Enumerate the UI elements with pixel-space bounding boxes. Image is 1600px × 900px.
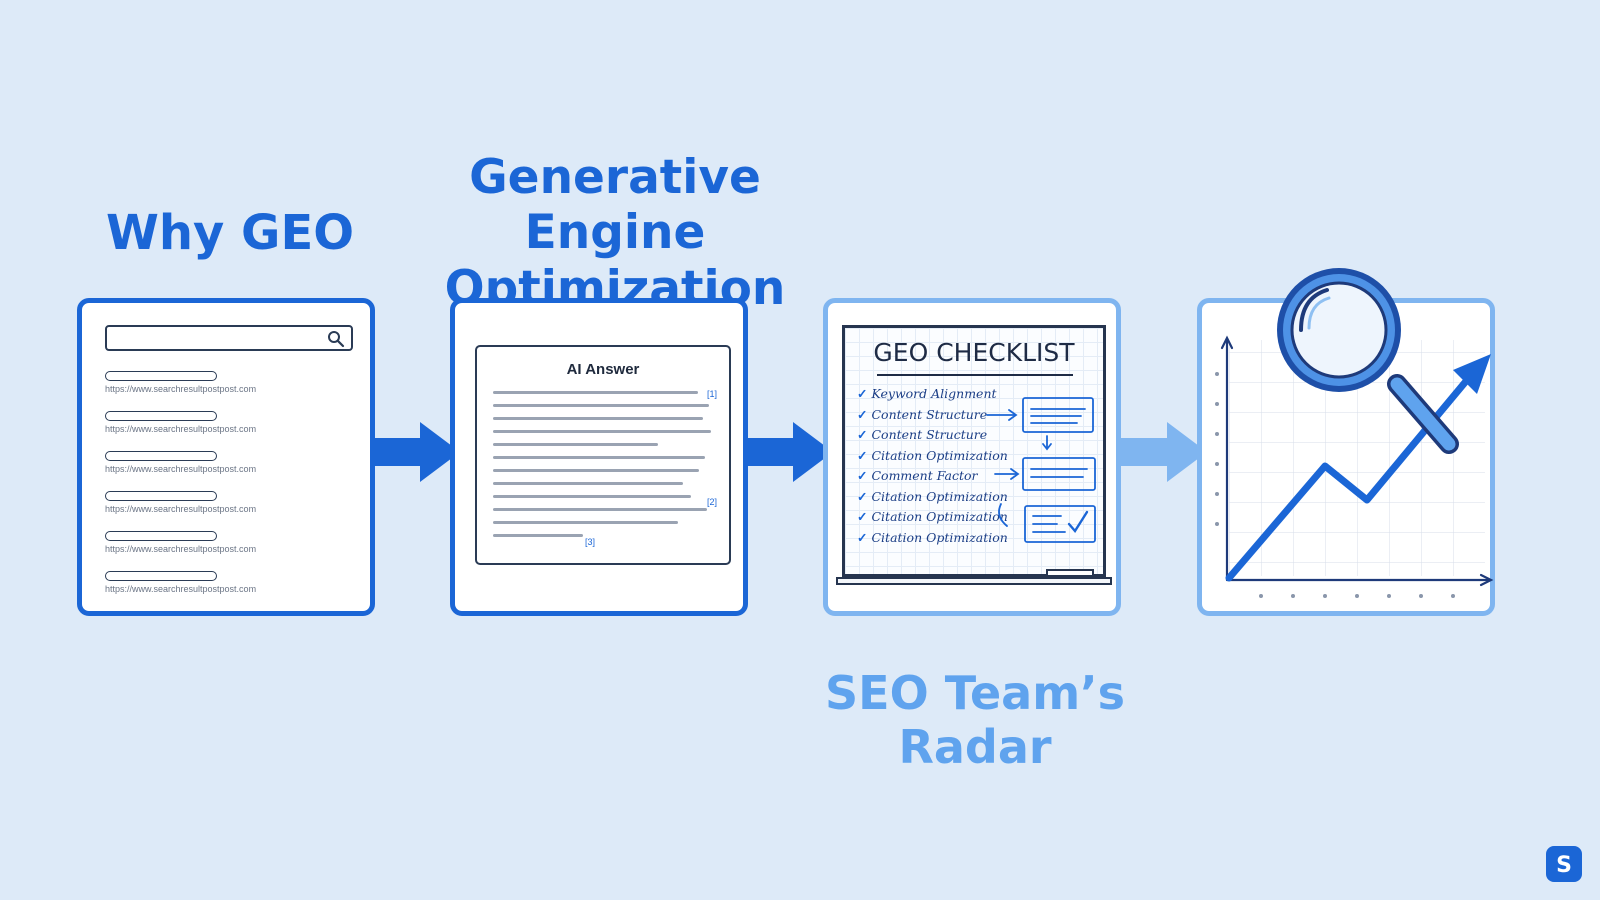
result-title-bar	[105, 451, 217, 461]
citation-marker: [3]	[585, 537, 596, 547]
trend-line	[1225, 376, 1471, 582]
result-url: https://www.searchresultpostpost.com	[105, 584, 257, 594]
search-result-item: https://www.searchresultpostpost.com	[105, 411, 355, 434]
magnifying-glass-icon	[1277, 268, 1459, 454]
flow-arrow-icon	[372, 422, 460, 482]
search-result-item: https://www.searchresultpostpost.com	[105, 491, 355, 514]
seo-radar-title: SEO Team’s Radar	[815, 666, 1135, 775]
checklist-item: ✓Comment Factor	[857, 468, 978, 483]
checklist-item: ✓Citation Optimization	[857, 509, 1008, 524]
doc-sketch-icon	[986, 397, 1096, 543]
seo-radar-title-line-1: SEO Team’s	[825, 666, 1125, 720]
flow-arrow-icon	[1119, 422, 1207, 482]
trend-arrow-head-icon	[1453, 354, 1491, 394]
search-result-item: https://www.searchresultpostpost.com	[105, 571, 355, 594]
seo-radar-title-line-2: Radar	[898, 720, 1052, 775]
checklist-whiteboard: GEO CHECKLIST ✓Keyword Alignment ✓Conten…	[842, 325, 1106, 577]
checkmark-icon: ✓	[857, 427, 868, 442]
search-result-item: https://www.searchresultpostpost.com	[105, 451, 355, 474]
brand-logo-letter: S	[1556, 853, 1572, 878]
result-url: https://www.searchresultpostpost.com	[105, 464, 257, 474]
checklist-item: ✓Keyword Alignment	[857, 386, 997, 401]
generative-engine-title-line-1: Generative Engine	[469, 150, 761, 261]
title-underline	[877, 374, 1073, 376]
checklist-item: ✓Content Structure	[857, 427, 988, 442]
ai-answer-text	[493, 391, 715, 547]
search-icon	[328, 331, 345, 348]
checkmark-icon: ✓	[857, 509, 868, 524]
ai-answer-title: AI Answer	[566, 361, 640, 378]
generative-engine-title: Generative Engine Optimization	[380, 150, 850, 316]
result-url: https://www.searchresultpostpost.com	[105, 504, 257, 514]
checklist-title: GEO CHECKLIST	[873, 338, 1075, 367]
search-bar	[105, 325, 353, 351]
checkmark-icon: ✓	[857, 406, 868, 422]
result-url: https://www.searchresultpostpost.com	[105, 544, 257, 554]
result-url: https://www.searchresultpostpost.com	[105, 424, 257, 434]
flow-arrow-icon	[745, 422, 833, 482]
checkmark-icon: ✓	[857, 447, 868, 463]
citation-marker: [2]	[707, 497, 718, 507]
growth-chart-illustration	[1215, 268, 1494, 598]
search-results-panel: https://www.searchresultpostpost.com htt…	[77, 298, 375, 616]
checklist-item: ✓Content Structure	[857, 406, 988, 422]
result-title-bar	[105, 371, 217, 381]
checklist-item: ✓Citation Optimization	[857, 488, 1008, 504]
citation-marker: [1]	[707, 389, 718, 399]
geo-checklist-panel: GEO CHECKLIST ✓Keyword Alignment ✓Conten…	[823, 298, 1121, 616]
chart-axes	[1220, 335, 1494, 587]
checklist-item: ✓Citation Optimization	[857, 529, 1008, 545]
why-geo-title: Why GEO	[105, 205, 355, 261]
checklist: ✓Keyword Alignment ✓Content Structure ✓C…	[857, 386, 1008, 550]
ai-answer-panel: AI Answer [1] [2] [3]	[450, 298, 748, 616]
checkmark-icon: ✓	[857, 488, 868, 504]
result-title-bar	[105, 571, 217, 581]
checkmark-icon: ✓	[857, 468, 868, 483]
result-title-bar	[105, 531, 217, 541]
brand-logo-icon: S	[1546, 846, 1582, 882]
result-title-bar	[105, 491, 217, 501]
ai-answer-card: AI Answer [1] [2] [3]	[475, 345, 731, 565]
axis-tick-dots	[1215, 372, 1455, 598]
checklist-item: ✓Citation Optimization	[857, 447, 1008, 463]
result-url: https://www.searchresultpostpost.com	[105, 384, 257, 394]
result-title-bar	[105, 411, 217, 421]
search-result-item: https://www.searchresultpostpost.com	[105, 531, 355, 554]
board-tray	[836, 577, 1112, 585]
checkmark-icon: ✓	[857, 529, 868, 545]
checkmark-icon: ✓	[857, 386, 868, 401]
search-result-item: https://www.searchresultpostpost.com	[105, 371, 355, 394]
board-eraser	[1046, 569, 1094, 577]
